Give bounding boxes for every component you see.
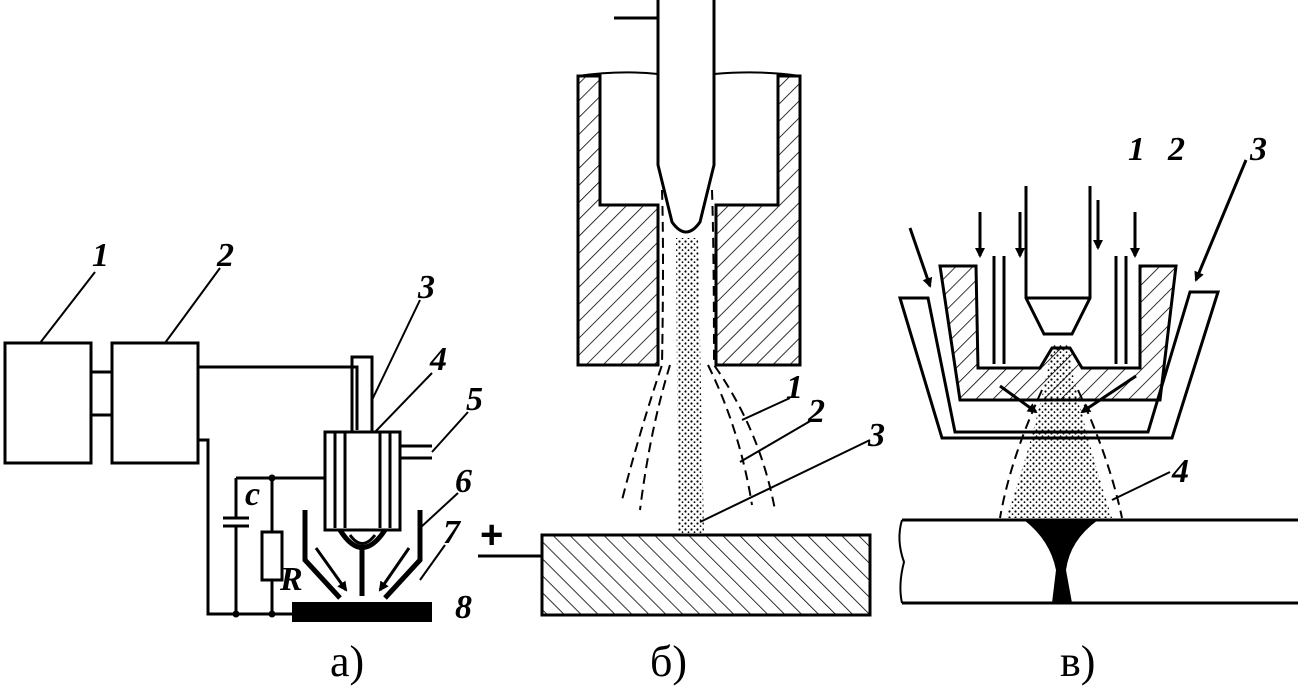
plasma-column — [676, 238, 704, 535]
label-7: 7 — [443, 514, 462, 551]
node — [268, 474, 276, 482]
arrow-converge — [999, 384, 1038, 414]
wire-bottom — [198, 438, 292, 616]
leader-7 — [419, 544, 446, 581]
leader-5 — [431, 411, 469, 453]
plasma-jet-c — [1006, 345, 1112, 518]
label-2: 2 — [216, 237, 234, 274]
label-c3: 3 — [1249, 131, 1267, 168]
resistor — [260, 530, 284, 582]
leader-1 — [39, 271, 96, 344]
label-c2: 2 — [1167, 131, 1185, 168]
outer-nozzle-3 — [897, 290, 1221, 440]
leader-6 — [419, 492, 459, 529]
torch-channels — [333, 432, 392, 528]
flow-arrow — [314, 547, 348, 592]
node — [232, 610, 240, 618]
arc-chamber — [348, 534, 377, 545]
nozzle-top-break — [577, 71, 801, 77]
envelope-2-right — [707, 364, 753, 506]
block-1 — [3, 341, 93, 465]
panel-b: 1 2 3 + б) — [478, 0, 885, 686]
workpiece-8 — [292, 602, 432, 622]
caption-a: а) — [330, 637, 364, 686]
block-2 — [110, 341, 200, 465]
electrode-c — [1024, 186, 1092, 336]
wire-top — [198, 365, 359, 430]
arrow-outer-left — [908, 227, 933, 288]
envelope-2-left — [639, 364, 671, 511]
label-b2: 2 — [807, 393, 825, 430]
label-6: 6 — [455, 463, 472, 500]
leader-2 — [164, 267, 221, 344]
arrow-converge — [1080, 374, 1137, 414]
gas-inlet-5 — [400, 444, 432, 460]
workpiece-break — [898, 519, 906, 604]
workpiece-c — [902, 518, 1298, 605]
envelope-1-right — [711, 189, 776, 511]
label-c1: 1 — [1128, 131, 1145, 168]
leader-c4 — [1111, 471, 1171, 501]
label-3: 3 — [417, 269, 435, 306]
channel-right — [1114, 256, 1128, 364]
leader-3 — [371, 299, 421, 401]
label-c4: 4 — [1171, 453, 1189, 490]
channel-left — [992, 256, 1006, 364]
nozzle-wall-right — [714, 74, 802, 367]
leader-b3 — [699, 439, 871, 523]
envelope-1-left — [621, 189, 664, 501]
electrode — [656, 0, 716, 234]
label-4: 4 — [429, 341, 447, 378]
resistor-label: R — [279, 561, 303, 598]
node — [268, 610, 276, 618]
nozzle-wall-left — [576, 74, 660, 367]
caption-c: в) — [1060, 637, 1095, 686]
weld-bead — [1024, 520, 1098, 603]
caption-b: б) — [650, 637, 687, 686]
plus-sign: + — [480, 513, 503, 557]
capacitor-label: c — [245, 476, 260, 513]
leader-b1 — [741, 397, 791, 421]
leader-4 — [374, 372, 433, 433]
flow-arrow — [378, 547, 411, 592]
panel-c: 1 2 3 4 в) — [897, 131, 1298, 686]
label-1: 1 — [92, 237, 109, 274]
shield-left — [302, 510, 342, 600]
label-5: 5 — [466, 381, 483, 418]
nozzle-tip — [337, 528, 388, 550]
leader-b2 — [739, 419, 813, 463]
arrow-outer-3 — [1194, 159, 1248, 282]
label-b1: 1 — [786, 369, 803, 406]
panel-a: 1 2 3 4 5 6 7 8 c R а) — [3, 237, 483, 686]
label-b3: 3 — [867, 417, 885, 454]
workpiece-b — [540, 533, 872, 617]
label-8: 8 — [455, 589, 472, 626]
